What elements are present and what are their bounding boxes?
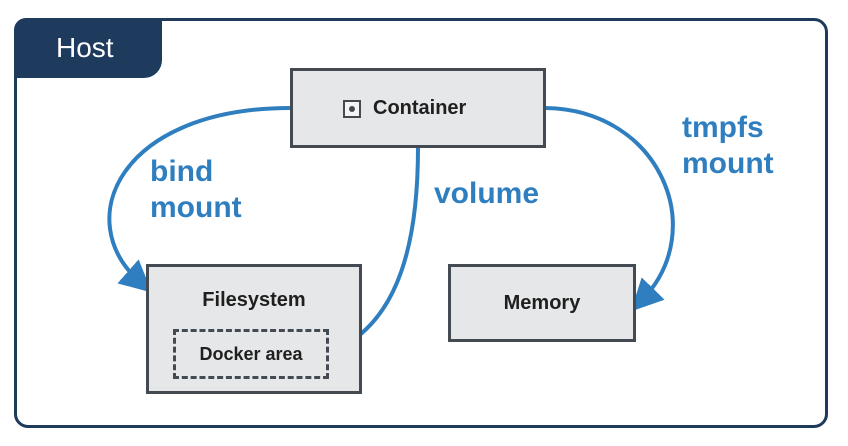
container-icon bbox=[343, 99, 361, 118]
bind-mount-label: bind mount bbox=[150, 154, 242, 226]
container-label: Container bbox=[373, 97, 467, 119]
tmpfs-mount-label-line-2: mount bbox=[682, 147, 774, 180]
host-label: Host bbox=[14, 18, 162, 78]
bind-mount-label-line-1: bind bbox=[150, 155, 214, 188]
filesystem-label: Filesystem bbox=[202, 289, 306, 311]
volume-label: volume bbox=[434, 177, 540, 210]
docker-area: Docker area bbox=[173, 329, 329, 379]
container-box: Container bbox=[290, 68, 546, 148]
bind-mount-label-line-2: mount bbox=[150, 191, 242, 224]
tmpfs-mount-label-line-1: tmpfs bbox=[682, 111, 764, 144]
filesystem-box: Filesystem Docker area bbox=[146, 264, 362, 394]
tmpfs-mount-label: tmpfs mount bbox=[682, 110, 774, 182]
memory-box: Memory bbox=[448, 264, 636, 342]
